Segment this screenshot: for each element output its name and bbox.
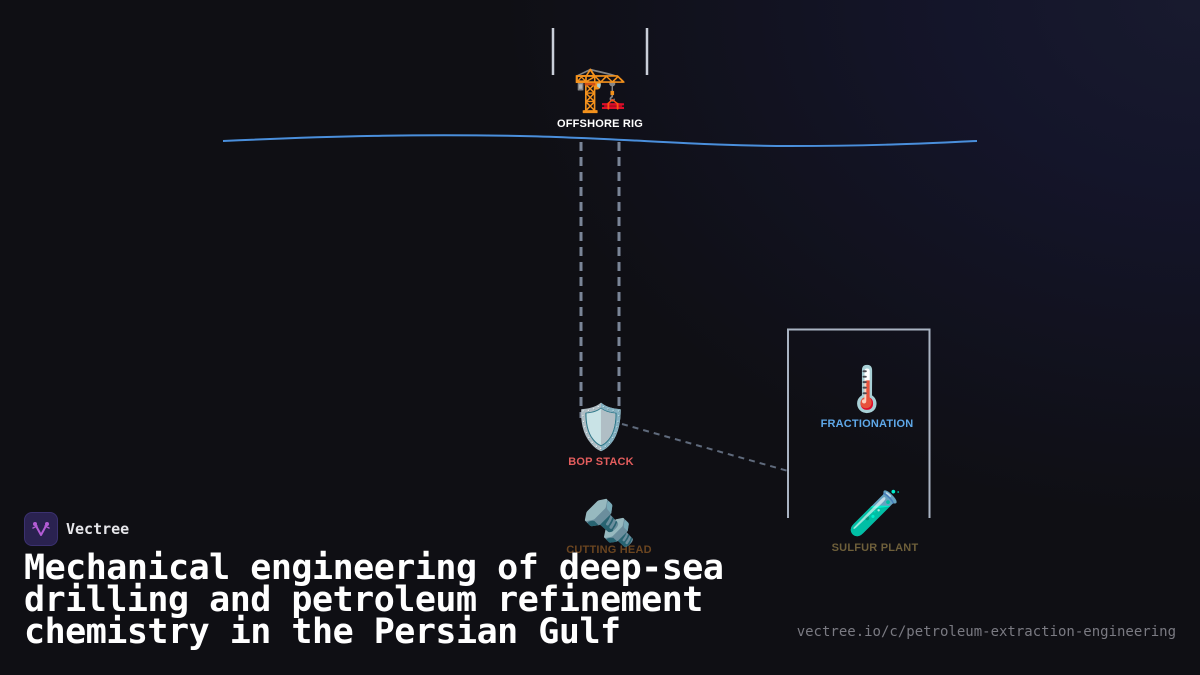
vectree-logo-icon — [24, 512, 58, 546]
thermometer-icon: 🌡️ — [839, 365, 895, 414]
brand[interactable]: Vectree — [24, 512, 129, 546]
shield-icon: 🛡️ — [573, 403, 629, 452]
node-label: OFFSHORE RIG — [556, 118, 644, 130]
source-url[interactable]: vectree.io/c/petroleum-extraction-engine… — [796, 624, 1176, 640]
bop-to-refinery-connector — [621, 423, 789, 472]
node-label: BOP STACK — [568, 456, 634, 468]
brand-name: Vectree — [66, 520, 130, 538]
test-tube-icon: 🧪 — [847, 489, 903, 538]
nut-and-bolt-icon: 🔩 — [581, 499, 637, 548]
bottom-panel — [0, 540, 1200, 675]
node-label: SULFUR PLANT — [831, 542, 919, 554]
node-offshore-rig[interactable]: 🏗️ OFFSHORE RIG — [556, 65, 644, 131]
node-sulfur-plant[interactable]: 🧪 SULFUR PLANT — [831, 489, 919, 555]
node-fractionation[interactable]: 🌡️ FRACTIONATION — [820, 365, 914, 431]
page-title: Mechanical engineering of deep-sea drill… — [24, 548, 724, 652]
construction-crane-icon: 🏗️ — [572, 65, 628, 114]
sea-surface-line — [222, 134, 978, 148]
node-cutting-head[interactable]: 🔩 CUTTING HEAD — [566, 499, 652, 557]
node-label: CUTTING HEAD — [566, 544, 652, 556]
node-label: FRACTIONATION — [820, 418, 914, 430]
refinery-container-box — [787, 328, 931, 518]
node-bop-stack[interactable]: 🛡️ BOP STACK — [568, 403, 634, 469]
